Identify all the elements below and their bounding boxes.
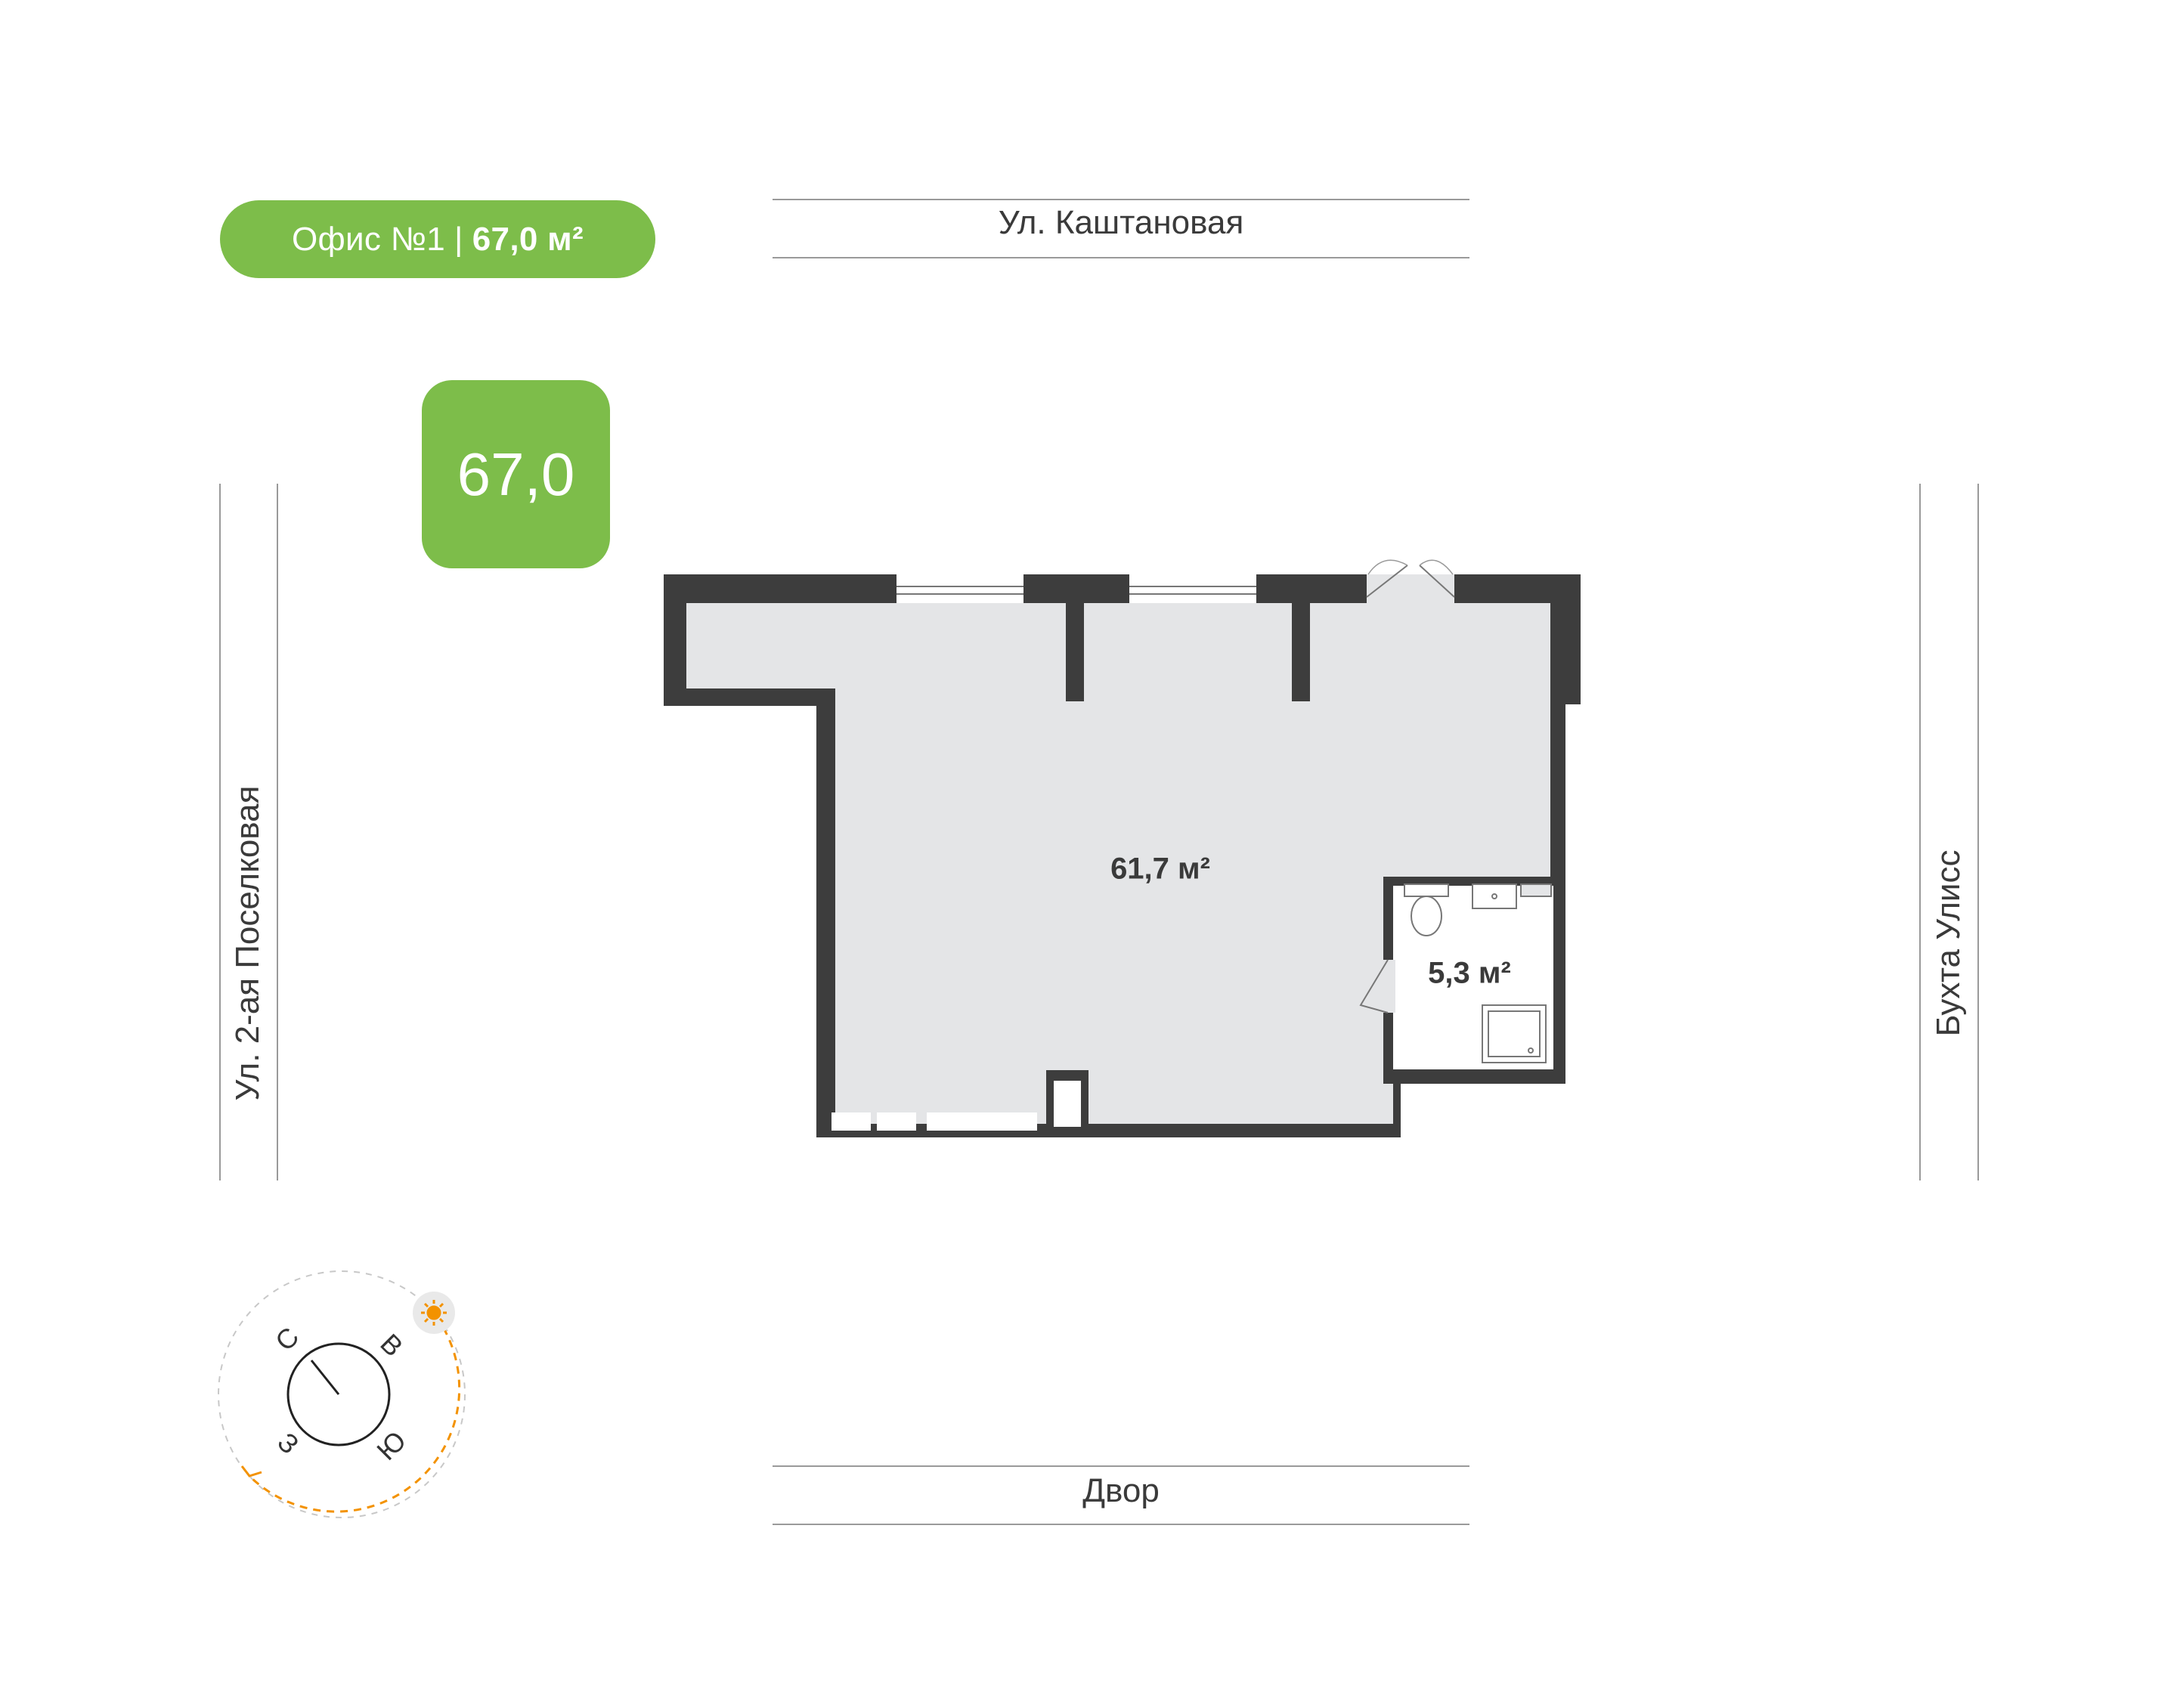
main-room-floor	[686, 603, 1550, 1124]
area-badge: 67,0	[422, 380, 610, 568]
entrance-door	[1366, 559, 1455, 603]
sun-icon	[421, 1300, 447, 1326]
sink	[1472, 883, 1517, 909]
title-separator: |	[454, 220, 463, 258]
toilet-bowl	[1411, 896, 1442, 936]
sun-arrow	[240, 1465, 262, 1477]
bathroom-area: 5,3 м²	[1428, 956, 1511, 990]
counter	[1520, 883, 1552, 897]
top-windows	[897, 574, 1256, 603]
office-title-pill: Офис №1 | 67,0 м²	[220, 200, 655, 278]
bathroom-fixtures	[1404, 883, 1552, 1063]
window-2	[1129, 574, 1256, 603]
street-label-bottom: Двор	[1082, 1472, 1160, 1509]
office-total-area: 67,0 м²	[472, 220, 584, 258]
street-label-top: Ул. Каштановая	[998, 204, 1244, 241]
sun-path-dashed	[218, 1270, 466, 1518]
window-1	[897, 574, 1023, 603]
sun-path-arc	[248, 1316, 461, 1513]
compass	[218, 1270, 466, 1518]
main-room-area: 61,7 м²	[1110, 852, 1210, 886]
toilet-tank	[1404, 883, 1449, 897]
bathroom-door	[1359, 959, 1395, 1013]
shower-tray	[1482, 1004, 1547, 1063]
column-2	[1292, 584, 1310, 701]
bottom-niche	[1054, 1081, 1081, 1127]
bottom-windows	[831, 1112, 1037, 1131]
street-right-text: Бухта Улисс	[1930, 849, 1967, 1037]
compass-needle	[310, 1360, 340, 1395]
office-label: Офис №1	[292, 220, 446, 258]
column-1	[1066, 584, 1084, 701]
street-left-text: Ул. 2-ая Поселковая	[229, 785, 266, 1101]
street-lines	[219, 199, 1979, 1525]
compass-dial	[286, 1342, 391, 1447]
bottom-step-wall	[1393, 1069, 1401, 1137]
